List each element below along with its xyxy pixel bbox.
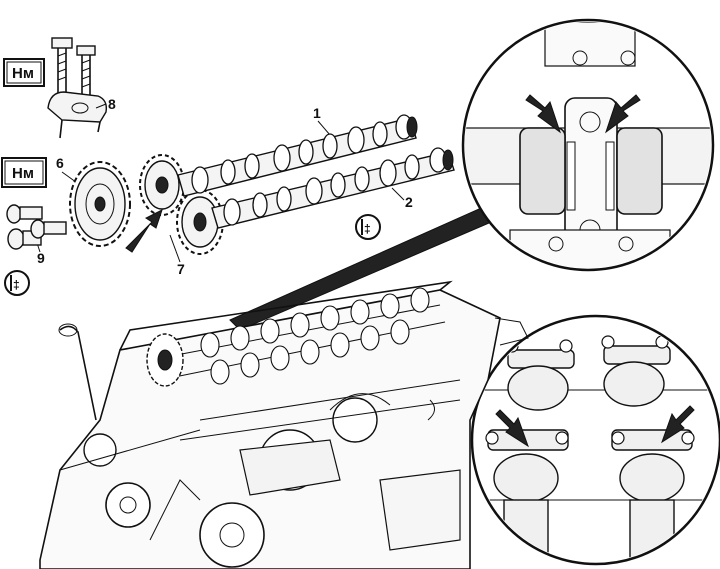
camshaft-bearing-cap: [47, 37, 108, 139]
cam-lobe-detail-view: [470, 314, 720, 566]
indicator-arrow-icon: [661, 405, 695, 444]
torque-badge-left: Нм: [12, 165, 34, 182]
instruction-note-icon: ‡: [355, 214, 381, 240]
callout-1: 1: [313, 105, 321, 121]
camshaft-2: [211, 147, 455, 229]
torque-spec-icon: Нм: [1, 157, 47, 188]
torque-badge-top: Нм: [12, 65, 34, 82]
sprocket-bolts: [6, 204, 67, 250]
indicator-arrow-icon: [125, 209, 163, 253]
engine-assembly: [39, 280, 529, 569]
indicator-arrow-icon: [525, 94, 561, 134]
indicator-arrow-icon: [495, 409, 529, 448]
callout-6: 6: [56, 155, 64, 171]
camshaft-sprocket-lower: [176, 189, 224, 255]
callout-9: 9: [37, 250, 45, 266]
note-icon-glyph-1: ‡: [364, 222, 371, 236]
note-icon-glyph-2: ‡: [13, 278, 20, 292]
camshaft-1: [177, 114, 418, 197]
callout-2: 2: [405, 194, 413, 210]
instruction-note-icon: ‡: [4, 270, 30, 296]
camshaft-sprocket-6: [69, 161, 131, 247]
indicator-arrow-icon: [605, 94, 641, 134]
callout-8: 8: [108, 96, 116, 112]
bearing-cap-detail-view: [461, 18, 715, 272]
camshaft-sprocket-7: [139, 154, 185, 216]
torque-spec-icon: Нм: [3, 58, 45, 87]
callout-7: 7: [177, 261, 185, 277]
